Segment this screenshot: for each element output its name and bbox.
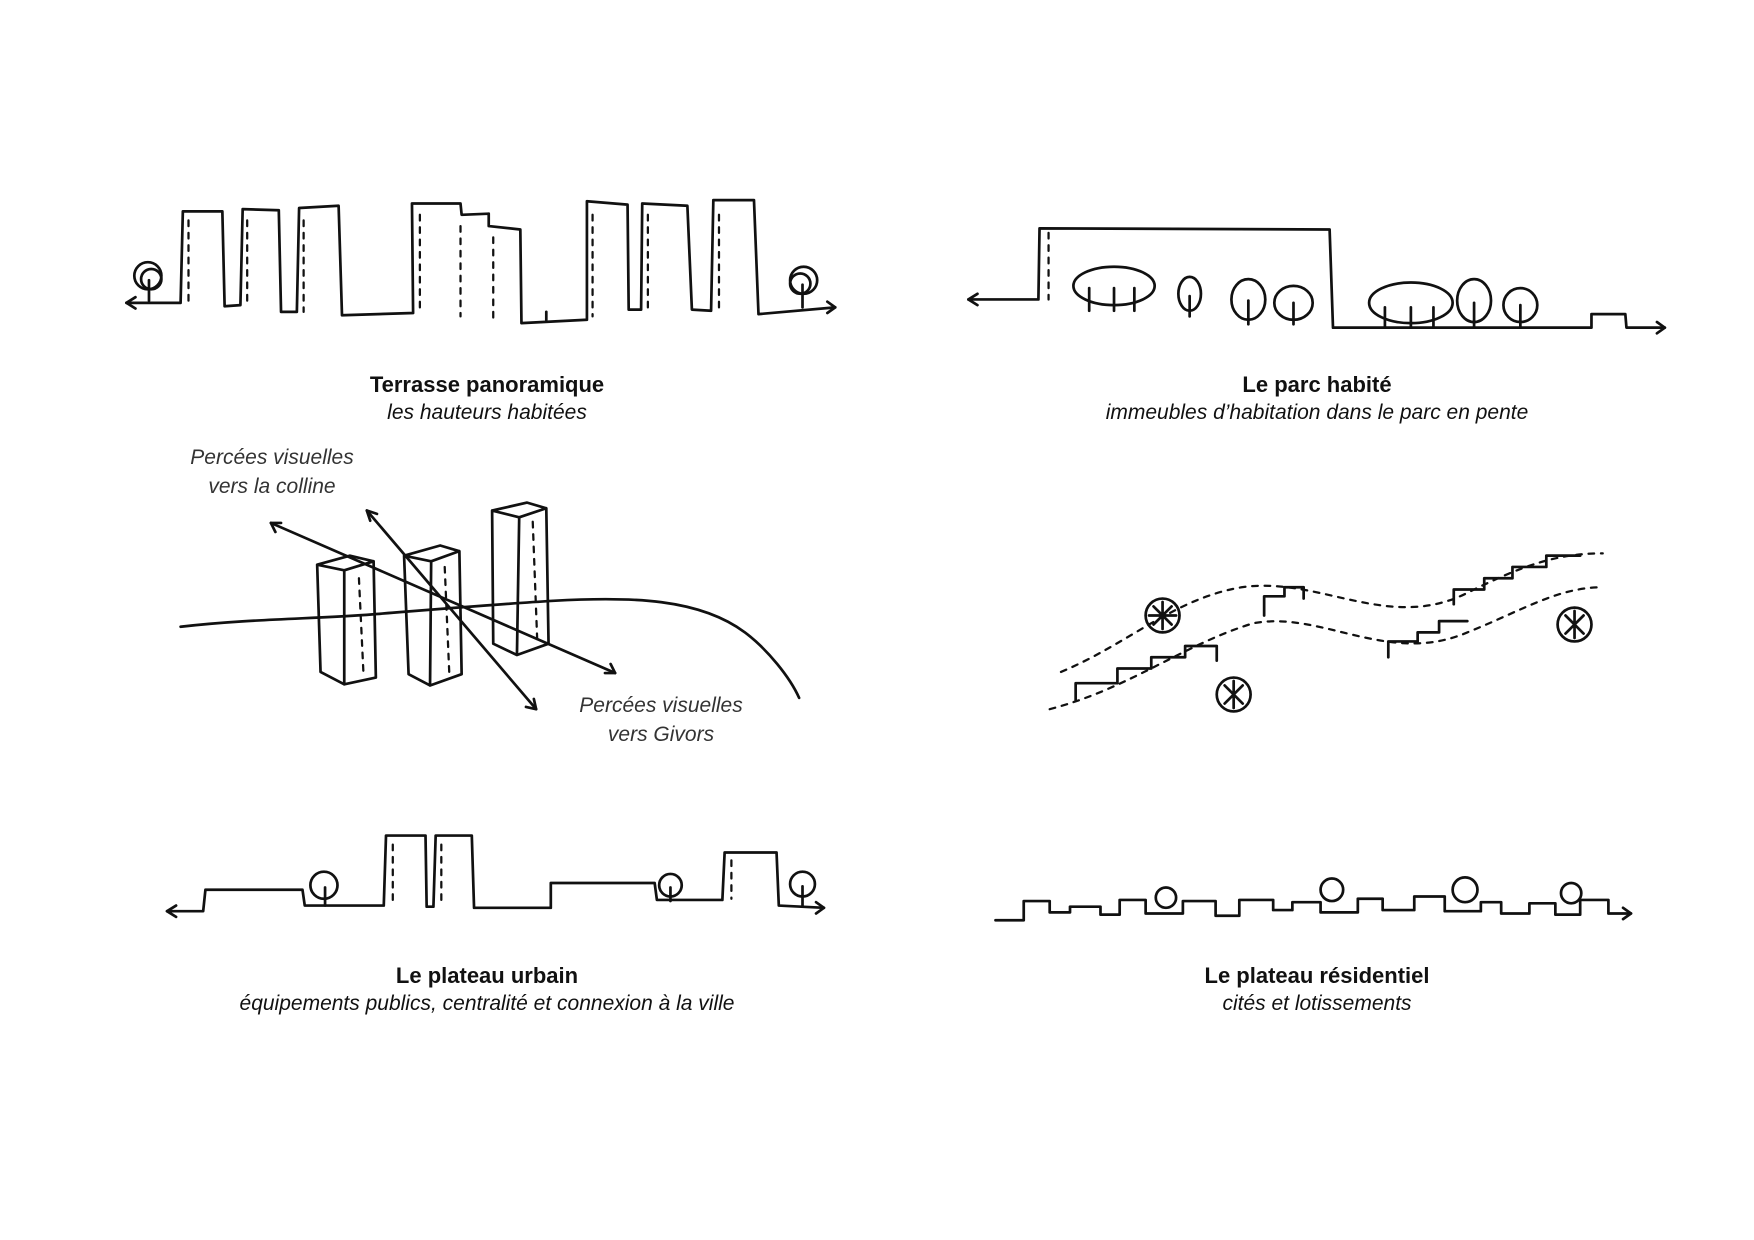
panel-subtitle-plateau-residentiel: cités et lotissements [1222,992,1412,1015]
plateau-residentiel-sketch [994,875,1633,922]
panel-subtitle-parc: immeubles d’habitation dans le parc en p… [1105,401,1529,424]
annotation-colline-line2: vers la colline [208,475,336,498]
panel-title-plateau-residentiel: Le plateau résidentiel [1204,963,1430,988]
terrasse-section-sketch [125,198,837,325]
parc-section-sketch [967,226,1667,335]
annotation-colline: Percées visuelles vers la colline [190,443,353,501]
panel-subtitle-terrasse: les hauteurs habitées [387,401,587,424]
annotation-givors-line1: Percées visuelles [579,694,743,717]
panel-title-terrasse: Terrasse panoramique [369,372,605,397]
park-plan-sketch [1048,552,1604,713]
towers-perspective-sketch [179,501,801,711]
annotation-colline-line1: Percées visuelles [190,446,354,469]
plateau-urbain-sketch [165,834,826,919]
panel-title-plateau-urbain: Le plateau urbain [395,963,579,988]
annotation-givors: Percées visuelles vers Givors [579,691,742,749]
annotation-givors-line2: vers Givors [607,723,715,746]
panel-subtitle-plateau-urbain: équipements publics, centralité et conne… [239,992,735,1015]
panel-title-parc: Le parc habité [1242,372,1392,397]
